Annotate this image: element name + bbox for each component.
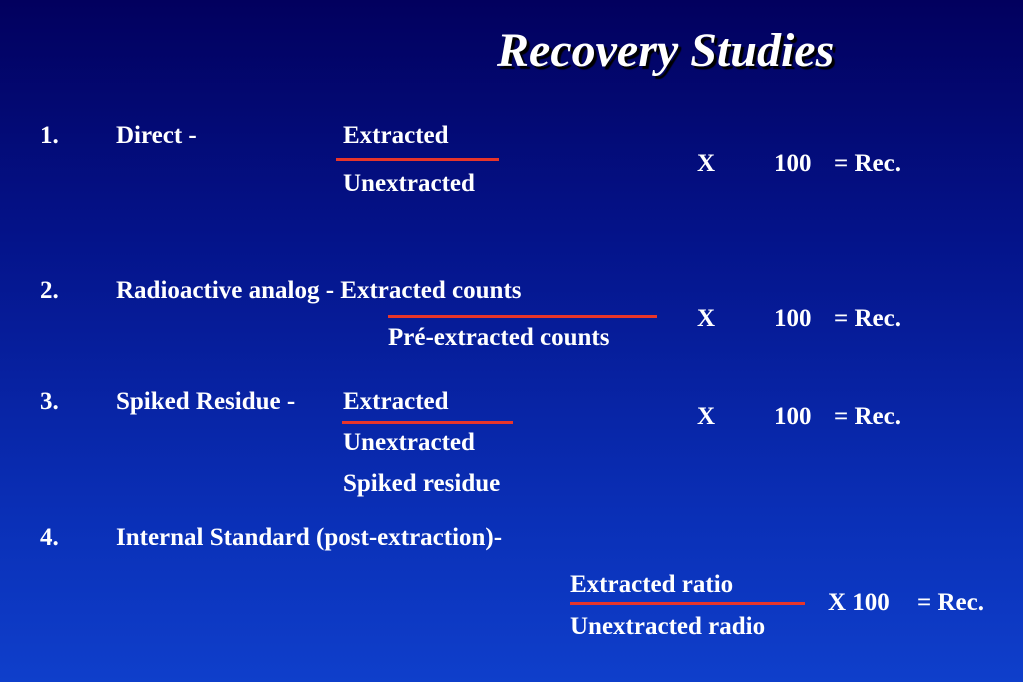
- factor-value: 100: [774, 150, 812, 177]
- slide-title: Recovery Studies: [497, 24, 835, 77]
- item-label: Internal Standard (post-extraction)-: [116, 524, 503, 551]
- item-label: Direct -: [116, 122, 197, 149]
- fraction-rule: [570, 602, 805, 605]
- item-label: Radioactive analog - Extracted counts: [116, 277, 522, 304]
- fraction-rule: [388, 315, 657, 318]
- fraction-denominator: Unextracted radio: [570, 613, 766, 640]
- fraction-rule: [336, 158, 499, 161]
- fraction-denominator: Pré-extracted counts: [388, 324, 610, 351]
- multiply-sign: X: [697, 150, 716, 177]
- item-number: 1.: [40, 122, 59, 149]
- multiply-sign: X: [697, 403, 716, 430]
- item-number: 4.: [40, 524, 59, 551]
- factor-value: 100: [774, 305, 812, 332]
- item-number: 2.: [40, 277, 59, 304]
- fraction-numerator: Extracted: [343, 122, 449, 149]
- multiply-factor: X 100: [828, 589, 890, 616]
- factor-value: 100: [774, 403, 812, 430]
- fraction-numerator: Extracted: [343, 388, 449, 415]
- fraction-numerator: Extracted ratio: [570, 571, 734, 598]
- item-number: 3.: [40, 388, 59, 415]
- result-label: = Rec.: [917, 589, 984, 616]
- fraction-denominator-extra: Spiked residue: [343, 470, 501, 497]
- result-label: = Rec.: [834, 403, 901, 430]
- result-label: = Rec.: [834, 150, 901, 177]
- fraction-denominator: Unextracted: [343, 170, 475, 197]
- result-label: = Rec.: [834, 305, 901, 332]
- item-label: Spiked Residue -: [116, 388, 296, 415]
- multiply-sign: X: [697, 305, 716, 332]
- fraction-rule: [342, 421, 513, 424]
- fraction-denominator: Unextracted: [343, 429, 475, 456]
